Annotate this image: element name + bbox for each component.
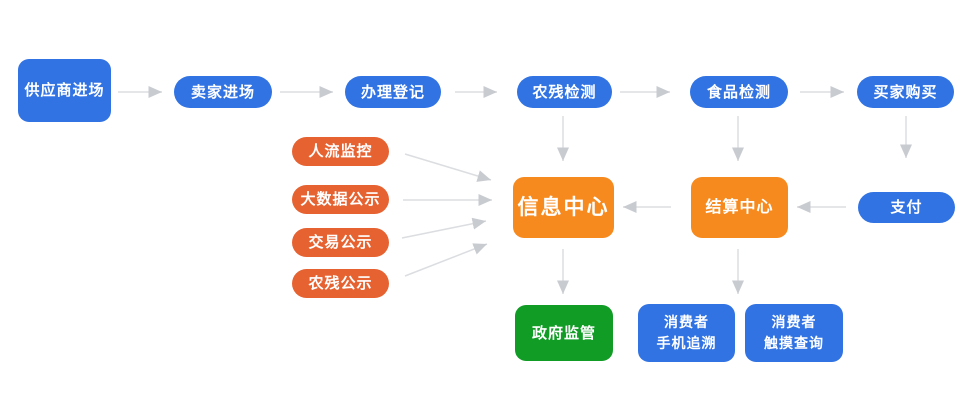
arrow-transaction-to-info-center xyxy=(401,217,487,239)
node-pesticide-display: 农残公示 xyxy=(292,269,389,298)
node-settlement-center: 结算中心 xyxy=(691,177,788,238)
node-big-data-display: 大数据公示 xyxy=(292,185,389,214)
node-buyer-purchase: 买家购买 xyxy=(857,76,954,108)
arrow-people-flow-to-info-center xyxy=(404,153,492,182)
node-transaction-display: 交易公示 xyxy=(292,228,389,257)
node-payment: 支付 xyxy=(858,192,955,223)
node-consumer-phone-trace: 消费者 手机追溯 xyxy=(638,304,735,362)
node-registration: 办理登记 xyxy=(345,76,441,108)
node-consumer-touch-query: 消费者 触摸查询 xyxy=(745,304,843,362)
node-info-center: 信息中心 xyxy=(513,177,614,238)
node-people-flow-monitor: 人流监控 xyxy=(292,137,389,166)
node-food-test: 食品检测 xyxy=(690,76,788,108)
node-seller-entry: 卖家进场 xyxy=(174,76,272,108)
node-supplier-entry: 供应商进场 xyxy=(18,59,111,122)
node-pesticide-test: 农残检测 xyxy=(517,76,612,108)
arrow-pesticide-display-to-info-center xyxy=(404,243,488,277)
node-government-supervision: 政府监管 xyxy=(515,305,613,361)
